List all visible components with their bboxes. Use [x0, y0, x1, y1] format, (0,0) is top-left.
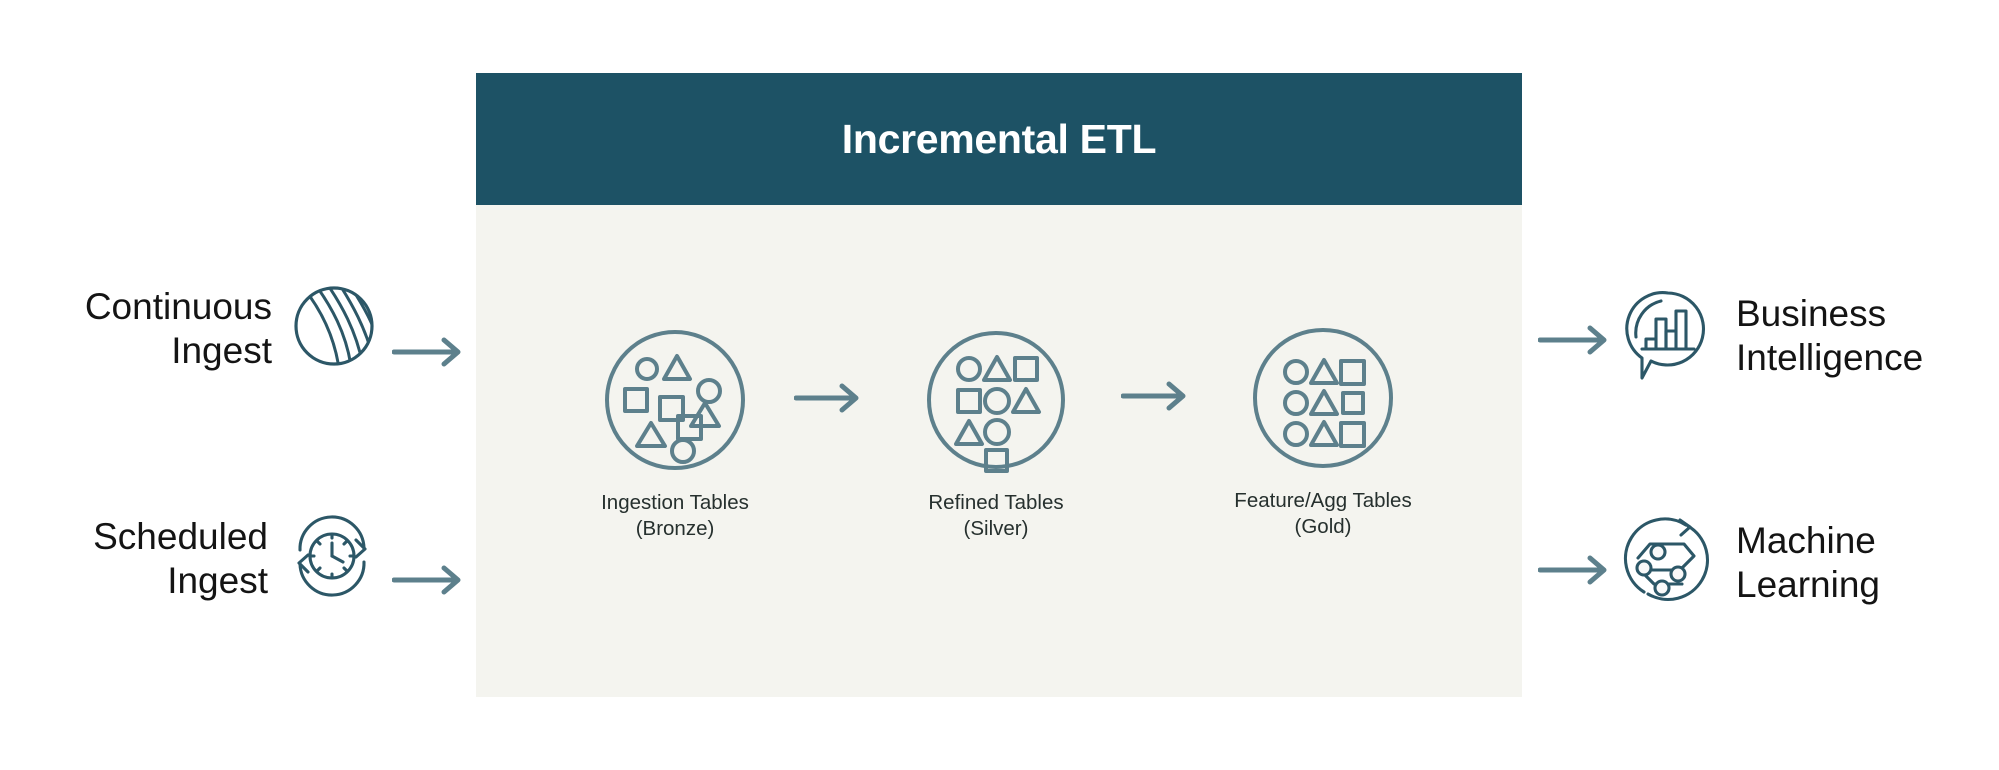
stage-bronze-label: Ingestion Tables (Bronze)	[601, 491, 749, 541]
arrow-panel-to-bi	[1537, 325, 1616, 360]
arrow-silver-to-gold	[1120, 381, 1195, 416]
ordered-shapes-grid-circle-icon	[1208, 323, 1438, 478]
bar-chart-speech-bubble-icon	[1620, 285, 1716, 386]
panel-title: Incremental ETL	[841, 115, 1157, 162]
output-machine-learning-label: Machine Learning	[1736, 520, 1881, 605]
input-continuous-ingest: Continuous Ingest	[58, 282, 378, 375]
stage-gold: Feature/Agg Tables (Gold)	[1208, 323, 1438, 540]
stage-bronze: Ingestion Tables (Bronze)	[560, 325, 790, 542]
striped-sphere-icon	[290, 282, 378, 375]
scattered-shapes-circle-icon	[560, 325, 790, 480]
panel-header: Incremental ETL	[476, 73, 1522, 205]
neural-network-circle-icon	[1620, 512, 1716, 613]
output-business-intelligence: Business Intelligence	[1620, 285, 1923, 386]
arrow-bronze-to-silver	[793, 383, 868, 418]
arrow-panel-to-ml	[1537, 555, 1616, 590]
output-machine-learning: Machine Learning	[1620, 512, 1880, 613]
incremental-etl-panel: Incremental ETL	[476, 73, 1522, 697]
arrow-continuous-to-panel	[391, 337, 470, 372]
clock-refresh-icon	[286, 510, 378, 607]
input-scheduled-ingest: Scheduled Ingest	[58, 510, 378, 607]
input-continuous-ingest-label: Continuous Ingest	[84, 286, 272, 371]
input-scheduled-ingest-label: Scheduled Ingest	[93, 516, 268, 601]
arrow-scheduled-to-panel	[391, 565, 470, 600]
stage-gold-label: Feature/Agg Tables (Gold)	[1234, 489, 1412, 539]
stage-silver-label: Refined Tables (Silver)	[928, 491, 1064, 541]
semi-ordered-shapes-circle-icon	[881, 325, 1111, 480]
stage-silver: Refined Tables (Silver)	[881, 325, 1111, 542]
output-business-intelligence-label: Business Intelligence	[1736, 293, 1924, 378]
